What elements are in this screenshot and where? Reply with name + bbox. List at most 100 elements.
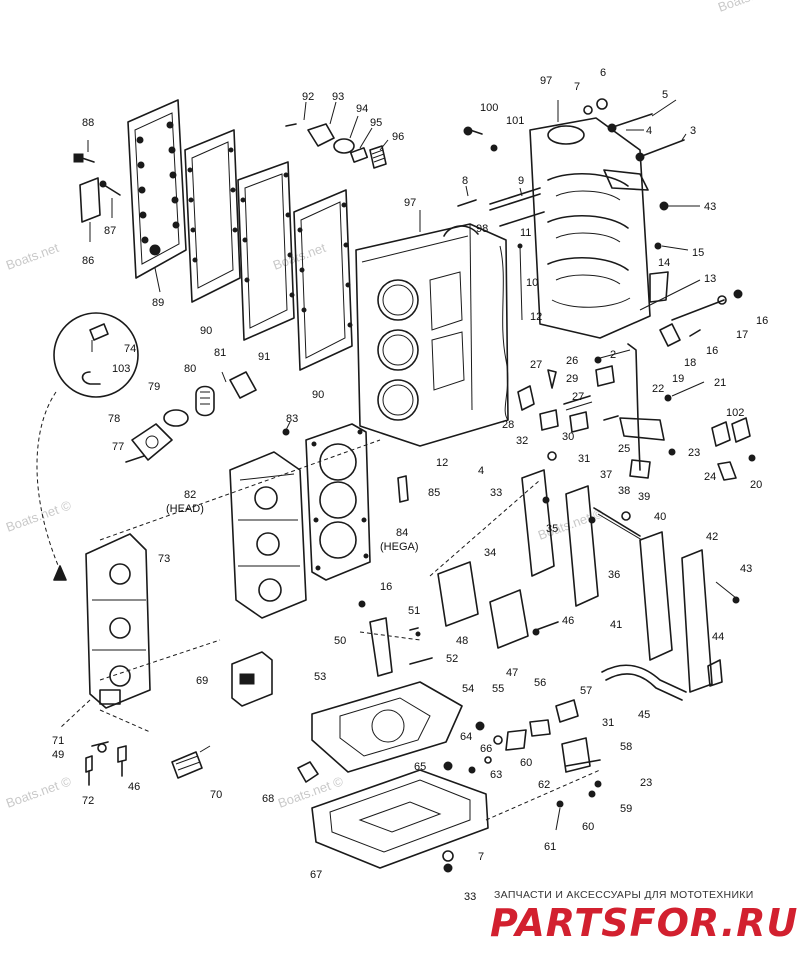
strip-42: [681, 549, 713, 693]
part-label: 46: [128, 781, 140, 793]
right-small-parts: [639, 201, 743, 347]
pins-group: [457, 185, 545, 321]
part-label: 80: [184, 363, 196, 375]
part-label: 98: [476, 223, 488, 235]
part-label: 23: [688, 447, 700, 459]
part-label: 64: [460, 731, 472, 743]
part-label: 74: [124, 343, 136, 355]
strip-36: [565, 485, 599, 607]
part-label: 20: [750, 479, 762, 491]
part-label: 73: [158, 553, 170, 565]
watermark: Boats.net: [271, 240, 328, 273]
part-label: 46: [562, 615, 574, 627]
part-label: 44: [712, 631, 724, 643]
part-label: 58: [620, 741, 632, 753]
part-label: 83: [286, 413, 298, 425]
part-label: 103: [112, 363, 130, 375]
part-label: 31: [578, 453, 590, 465]
part-label: 61: [544, 841, 556, 853]
part-label: 4: [478, 465, 484, 477]
part-label: 12: [530, 311, 542, 323]
part-label: 67: [310, 869, 322, 881]
part-label: 18: [684, 357, 696, 369]
brand-tagline: ЗАПЧАСТИ И АКСЕССУАРЫ ДЛЯ МОТОТЕХНИКИ: [494, 889, 754, 901]
part-label: 52: [446, 653, 458, 665]
part-label: 62: [538, 779, 550, 791]
lower-housing-group: [297, 631, 489, 873]
part-label: 94: [356, 103, 368, 115]
cylinder-block-97: [355, 223, 509, 447]
part-label: 13: [704, 273, 716, 285]
part-label: 102: [726, 407, 744, 419]
block-69: [231, 651, 273, 707]
plate-91: [237, 161, 295, 341]
watermark: Boats.net: [716, 0, 773, 15]
part-label: 30: [562, 431, 574, 443]
part-label: 42: [706, 531, 718, 543]
part-label: 97: [540, 75, 552, 87]
gasket-90b: [293, 189, 353, 371]
part-label: 86: [82, 255, 94, 267]
part-label: 70: [210, 789, 222, 801]
part-label: 8: [462, 175, 468, 187]
gasket-53: [311, 681, 463, 773]
cylinder-block: [355, 210, 509, 447]
crankcase-97: [529, 117, 651, 339]
part-label: 59: [620, 803, 632, 815]
part-label: 50: [334, 635, 346, 647]
part-label: 79: [148, 381, 160, 393]
part-label: 27: [572, 391, 584, 403]
part-label: 25: [618, 443, 630, 455]
lower-right-parts: [443, 699, 602, 831]
part-label: 36: [608, 569, 620, 581]
part-label: 3: [690, 125, 696, 137]
part-label: 89: [152, 297, 164, 309]
brand-footer: ЗАПЧАСТИ И АКСЕССУАРЫ ДЛЯ МОТОТЕХНИКИ PA…: [490, 889, 798, 945]
part-label: 55: [492, 683, 504, 695]
housing-67: [311, 769, 489, 869]
part-label: 21: [714, 377, 726, 389]
part-label: 96: [392, 131, 404, 143]
part-label: 90: [200, 325, 212, 337]
strip-34: [521, 469, 555, 577]
part-label: 19: [672, 373, 684, 385]
part-label: 56: [534, 677, 546, 689]
part-label: 12: [436, 457, 448, 469]
part-label: 43: [704, 201, 716, 213]
part-label: 5: [662, 89, 668, 101]
part-label: 92: [302, 91, 314, 103]
part-label: 41: [610, 619, 622, 631]
part-label: 15: [692, 247, 704, 259]
part-label: 38: [618, 485, 630, 497]
head-group: [99, 421, 409, 681]
part-label: 72: [82, 795, 94, 807]
part-label: 24: [704, 471, 716, 483]
part-label: 14: [658, 257, 670, 269]
part-label: 9: [518, 175, 524, 187]
part-label: 71: [52, 735, 64, 747]
part-label: 95: [370, 117, 382, 129]
part-label: 32: [516, 435, 528, 447]
part-label: 90: [312, 389, 324, 401]
exhaust-cover-group: [73, 99, 353, 371]
part-label: 93: [332, 91, 344, 103]
part-label: 47: [506, 667, 518, 679]
part-label: 88: [82, 117, 94, 129]
part-label: 40: [654, 511, 666, 523]
part-label: 101: [506, 115, 524, 127]
part-label: 16: [380, 581, 392, 593]
thermostat-group: [285, 101, 389, 169]
callout-circle: [53, 312, 139, 398]
watermark: Boats.net ©: [4, 497, 74, 535]
part-label: 77: [112, 441, 124, 453]
cover-73-group: [59, 533, 211, 786]
brand-logo: PARTSFOR.RU: [490, 901, 798, 945]
part-label: 34: [484, 547, 496, 559]
bracket-group: [358, 479, 559, 677]
part-label: 37: [600, 469, 612, 481]
part-labels: 88 87 86 89 90 91 90 92 93 94 95 96 100 …: [52, 67, 768, 903]
part-label: 33: [464, 891, 476, 903]
part-label: 31: [602, 717, 614, 729]
part-label: 60: [520, 757, 532, 769]
